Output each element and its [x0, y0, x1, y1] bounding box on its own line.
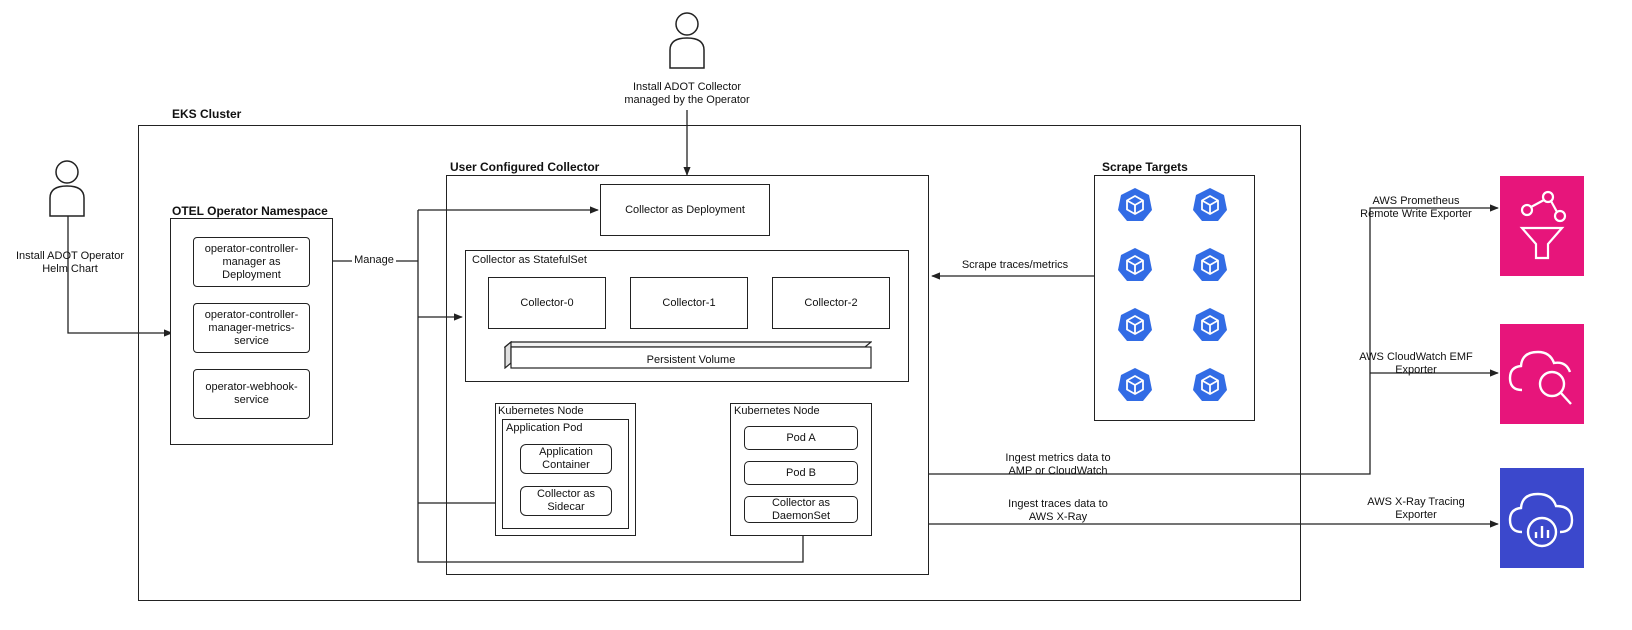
operator-webhook-service: operator-webhook-service [193, 369, 310, 419]
kubernetes-pod-icon [1193, 248, 1227, 281]
prometheus-exporter-label: AWS Prometheus Remote Write Exporter [1360, 195, 1472, 220]
user-icon [669, 12, 705, 69]
ingest-metrics-label: Ingest metrics data to AMP or CloudWatch [1005, 452, 1111, 477]
persistent-volume-label: Persistent Volume [646, 354, 736, 366]
xray-icon [1500, 468, 1584, 568]
install-collector-label: Install ADOT Collector managed by the Op… [624, 81, 750, 106]
install-operator-label: Install ADOT Operator Helm Chart [15, 250, 124, 275]
cloudwatch-icon [1500, 324, 1584, 424]
ingest-traces-label: Ingest traces data to AWS X-Ray [1008, 498, 1108, 523]
k8s-node-right-title: Kubernetes Node [734, 405, 820, 417]
application-pod-title: Application Pod [506, 422, 583, 434]
application-container: Application Container [520, 444, 612, 474]
edge-ingest-metrics [929, 204, 1499, 475]
xray-exporter-label: AWS X-Ray Tracing Exporter [1367, 496, 1465, 521]
user-icon [49, 160, 85, 217]
kubernetes-pod-icon [1118, 368, 1152, 401]
kubernetes-pod-icon [1193, 308, 1227, 341]
kubernetes-pod-icon [1118, 188, 1152, 221]
cloudwatch-exporter-label: AWS CloudWatch EMF Exporter [1359, 351, 1473, 376]
statefulset-title: Collector as StatefulSet [472, 254, 587, 266]
k8s-node-left-title: Kubernetes Node [498, 405, 584, 417]
collector-1: Collector-1 [630, 277, 748, 329]
collector-sidecar: Collector as Sidecar [520, 486, 612, 516]
edge-manage-trunk [417, 210, 807, 563]
manage-label: Manage [352, 254, 396, 267]
collector-daemonset: Collector as DaemonSet [744, 496, 858, 523]
otel-namespace-title: OTEL Operator Namespace [172, 204, 328, 218]
pod-b: Pod B [744, 461, 858, 485]
operator-metrics-service: operator-controller-manager-metrics-serv… [193, 303, 310, 353]
edge-install-operator [67, 205, 173, 337]
user-collector-title: User Configured Collector [450, 160, 600, 174]
scrape-edge-label: Scrape traces/metrics [961, 259, 1069, 271]
operator-deployment: operator-controller-manager as Deploymen… [193, 237, 310, 287]
xray-service-tile[interactable] [1500, 468, 1584, 568]
persistent-volume-shape [504, 341, 872, 369]
kubernetes-pod-icon [1118, 308, 1152, 341]
prometheus-service-tile[interactable] [1500, 176, 1584, 276]
collector-0: Collector-0 [488, 277, 606, 329]
collector-deployment: Collector as Deployment [600, 184, 770, 236]
collector-2: Collector-2 [772, 277, 890, 329]
cloudwatch-service-tile[interactable] [1500, 324, 1584, 424]
pod-a: Pod A [744, 426, 858, 450]
eks-cluster-title: EKS Cluster [172, 107, 242, 121]
eks-cluster-boundary [138, 125, 1301, 601]
kubernetes-pod-icon [1193, 368, 1227, 401]
scrape-targets-title: Scrape Targets [1102, 160, 1188, 174]
kubernetes-pod-icon [1193, 188, 1227, 221]
user-collector-box [446, 175, 929, 575]
prometheus-icon [1500, 176, 1584, 276]
kubernetes-pod-icon [1118, 248, 1152, 281]
